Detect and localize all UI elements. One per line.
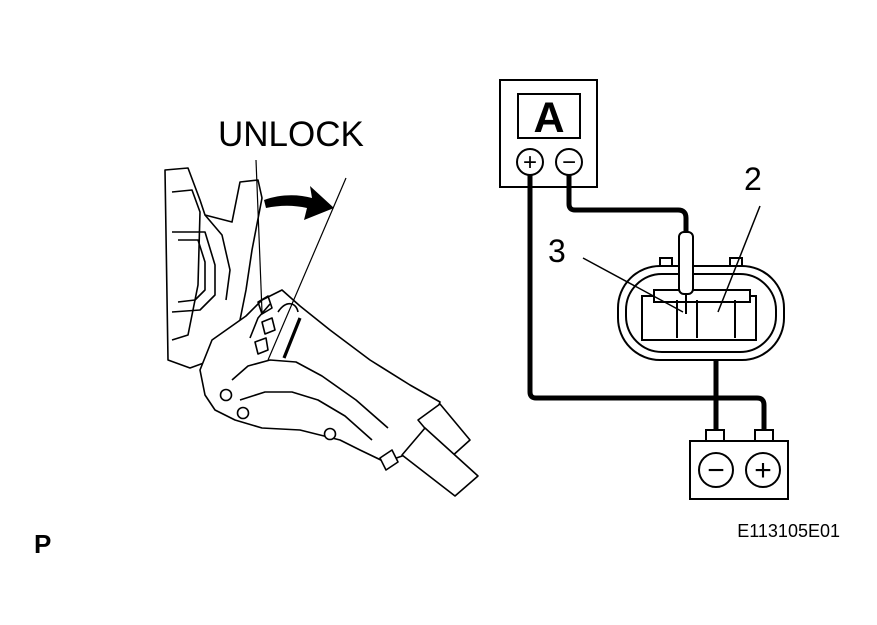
ammeter-symbol: A — [533, 94, 564, 142]
terminal-3-label: 3 — [548, 233, 566, 269]
battery-icon: − + — [689, 429, 789, 500]
ammeter-plus-sign: + — [523, 149, 537, 176]
figure-code-label: E113105E01 — [737, 521, 840, 541]
lead-meter-positive — [527, 175, 767, 432]
view-code-label: P — [34, 529, 51, 559]
door-lock-assembly — [164, 167, 479, 497]
battery-minus-sign: − — [707, 454, 725, 487]
terminal-leaders — [582, 205, 761, 313]
probe-icon — [678, 231, 694, 314]
terminal-2-label: 2 — [744, 161, 762, 197]
lead-meter-negative — [566, 175, 689, 232]
ammeter-minus-sign: − — [562, 149, 576, 176]
ammeter-icon: A + − — [499, 79, 598, 188]
curved-arrow-icon — [264, 186, 334, 220]
battery-plus-sign: + — [754, 454, 772, 487]
unlock-label: UNLOCK — [218, 115, 364, 154]
connector-icon — [617, 257, 785, 361]
